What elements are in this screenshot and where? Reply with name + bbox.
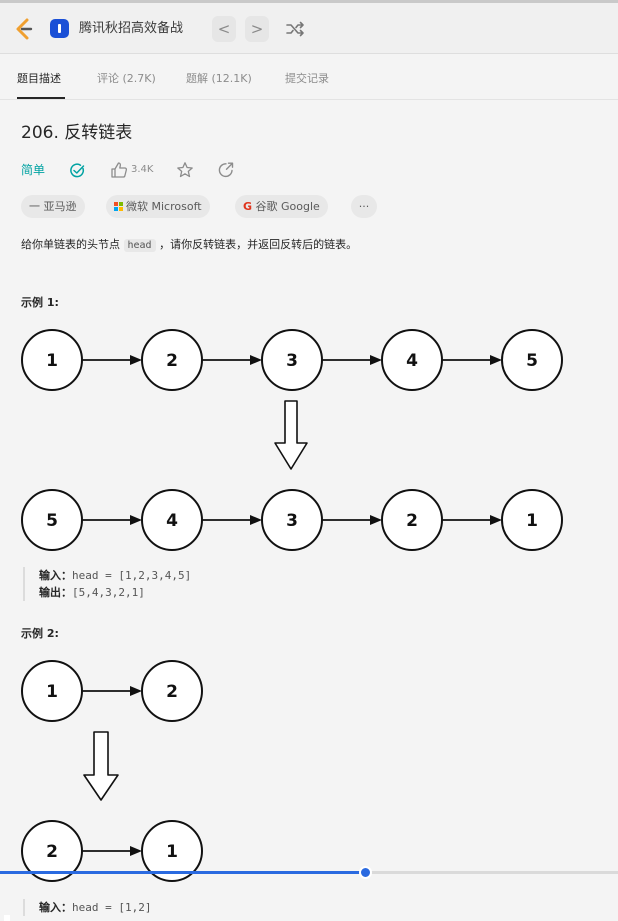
node-value: 3 <box>286 511 298 531</box>
thumbs-up-icon[interactable] <box>110 161 128 179</box>
node-value: 4 <box>406 351 418 371</box>
company-tag-google[interactable]: G 谷歌 Google <box>235 195 328 218</box>
list-node <box>501 489 563 551</box>
example-1-io: 输入：head = [1,2,3,4,5] 输出：[5,4,3,2,1] <box>23 567 273 601</box>
arrow-head <box>490 355 502 365</box>
example-input: head = [1,2,3,4,5] <box>72 569 192 582</box>
input-label: 输入： <box>39 569 72 582</box>
arrow-head <box>130 846 142 856</box>
list-node <box>141 820 203 882</box>
node-value: 1 <box>46 351 58 371</box>
company-name: 微软 Microsoft <box>126 200 202 213</box>
example-input: head = [1,2] <box>72 901 152 914</box>
example-1-title: 示例 1: <box>21 296 59 309</box>
example-1-diagram: 1 2 3 4 5 5 4 3 2 1 <box>21 329 563 551</box>
tab-bar: 题目描述 评论 (2.7K) 题解 (12.1K) 提交记录 <box>0 54 618 100</box>
inline-code: head <box>123 239 156 252</box>
description-text: ，请你反转链表，并返回反转后的链表。 <box>155 238 358 251</box>
video-progress-bar[interactable] <box>0 866 618 879</box>
solved-check-icon <box>70 163 85 178</box>
list-node <box>141 660 203 722</box>
linked-list-after: 5 4 3 2 1 <box>21 489 563 551</box>
video-progress-handle[interactable] <box>358 866 372 879</box>
company-tag-amazon[interactable]: 一 亚马逊 <box>21 195 85 218</box>
list-node <box>501 329 563 391</box>
arrow-head <box>130 515 142 525</box>
next-problem-button[interactable]: > <box>245 16 269 42</box>
video-progress-fill <box>0 871 365 874</box>
tab-solutions[interactable]: 题解 (12.1K) <box>186 72 252 85</box>
tab-comments[interactable]: 评论 (2.7K) <box>97 72 156 85</box>
problem-list-title[interactable]: 腾讯秋招高效备战 <box>79 21 184 36</box>
arrow-head <box>370 355 382 365</box>
company-name: 亚马逊 <box>43 200 77 213</box>
more-companies-button[interactable]: ··· <box>351 195 377 218</box>
shuffle-icon[interactable] <box>284 18 306 40</box>
window-top-border <box>0 0 618 3</box>
node-value: 4 <box>166 511 178 531</box>
problem-list-icon <box>50 19 69 38</box>
microsoft-logo-icon <box>114 202 123 211</box>
output-label: 输出： <box>39 586 72 599</box>
google-logo: G <box>243 200 253 213</box>
prev-problem-button[interactable]: < <box>212 16 236 42</box>
share-icon[interactable] <box>217 161 235 179</box>
arrow-head <box>130 355 142 365</box>
example-2-title: 示例 2: <box>21 627 59 640</box>
arrow-head <box>370 515 382 525</box>
like-count: 3.4K <box>131 164 154 175</box>
node-value: 2 <box>166 351 178 371</box>
node-value: 2 <box>46 842 58 862</box>
tab-submissions[interactable]: 提交记录 <box>285 72 329 85</box>
amazon-logo: 一 <box>29 200 40 213</box>
node-value: 2 <box>406 511 418 531</box>
top-navbar: 腾讯秋招高效备战 < > <box>0 3 618 54</box>
arrow-head <box>490 515 502 525</box>
node-value: 1 <box>526 511 538 531</box>
arrow-head <box>250 355 262 365</box>
node-value: 1 <box>166 842 178 862</box>
node-value: 5 <box>526 351 538 371</box>
description-text: 给你单链表的头节点 <box>21 238 124 251</box>
node-value: 2 <box>166 682 178 702</box>
mouse-cursor <box>4 915 10 921</box>
reverse-arrow-icon <box>83 731 119 801</box>
difficulty-badge: 简单 <box>21 163 46 177</box>
tab-description[interactable]: 题目描述 <box>17 72 61 85</box>
leetcode-logo-icon[interactable] <box>13 17 35 41</box>
example-2-io: 输入：head = [1,2] <box>23 899 273 916</box>
arrow-head <box>250 515 262 525</box>
input-label: 输入： <box>39 901 72 914</box>
company-name: 谷歌 Google <box>255 200 320 213</box>
node-value: 5 <box>46 511 58 531</box>
linked-list-before: 1 2 3 4 5 <box>21 329 563 391</box>
problem-description: 给你单链表的头节点 head ，请你反转链表，并返回反转后的链表。 <box>21 237 357 254</box>
problem-title: 206. 反转链表 <box>21 123 133 143</box>
node-value: 3 <box>286 351 298 371</box>
star-icon[interactable] <box>176 161 194 179</box>
example-output: [5,4,3,2,1] <box>72 586 145 599</box>
active-tab-indicator <box>17 97 65 99</box>
reverse-arrow-icon <box>274 400 308 470</box>
node-value: 1 <box>46 682 58 702</box>
arrow-head <box>130 686 142 696</box>
company-tag-microsoft[interactable]: 微软 Microsoft <box>106 195 210 218</box>
